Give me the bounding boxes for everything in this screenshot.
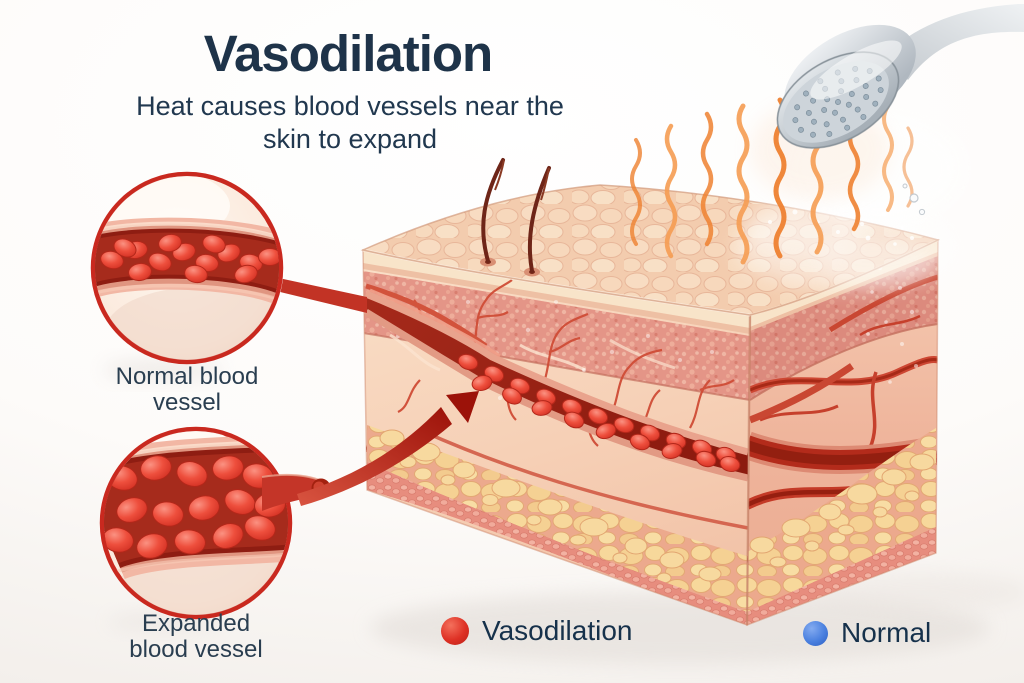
expansion-arrow <box>297 391 479 506</box>
legend-item-vasodilation: Vasodilation <box>441 615 632 647</box>
normal-vessel-label: Normal blood vessel <box>77 364 297 416</box>
normal-vessel-label-line-1: Normal blood <box>115 363 259 390</box>
page-title: Vasodilation <box>203 25 493 82</box>
page-subtitle: Heat causes blood vessels near the skin … <box>90 90 610 156</box>
normal-vessel-magnifier <box>90 171 284 365</box>
shower-head-icon <box>776 4 1024 149</box>
normal-dot-icon <box>803 620 828 646</box>
subtitle-line-2: skin to expand <box>262 124 438 154</box>
hair-icon <box>480 158 551 277</box>
expanded-vessel-label-line-2: blood vessel <box>129 636 263 663</box>
legend-item-normal: Normal <box>803 617 931 649</box>
water-droplets <box>902 183 926 216</box>
subtitle-line-1: Heat causes blood vessels near the <box>136 91 564 121</box>
normal-vessel-label-line-2: vessel <box>152 389 222 416</box>
legend-label-normal: Normal <box>841 617 932 648</box>
legend-label-vasodilation: Vasodilation <box>482 615 633 646</box>
expanded-vessel-label: Expanded blood vessel <box>86 611 306 663</box>
expanded-vessel-label-line-1: Expanded <box>141 610 251 637</box>
ground-shadow <box>103 360 1024 664</box>
vasodilation-dot-icon <box>441 617 469 645</box>
normal-vessel-pointer <box>274 277 367 313</box>
skin-block-top-face <box>360 158 955 317</box>
skin-block-front-face <box>362 249 752 627</box>
expanded-vessel-magnifier <box>99 426 331 620</box>
